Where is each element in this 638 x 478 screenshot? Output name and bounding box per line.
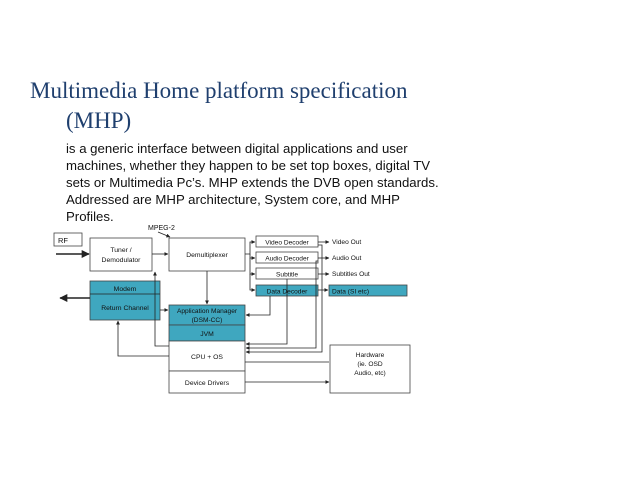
slide-body-text: is a generic interface between digital a…: [66, 140, 466, 225]
device-drivers-box: Device Drivers: [168, 370, 246, 394]
data-control-line: [245, 296, 271, 317]
data-out-label: Data (SI etc): [332, 289, 369, 296]
video-decoder-label: Video Decoder: [265, 240, 309, 247]
hardware-box: Hardware (ie. OSD Audio, etc): [329, 344, 411, 394]
body-line: Profiles.: [66, 209, 114, 224]
video-out-label: Video Out: [332, 239, 361, 246]
demux-to-subtitle-arrow: [249, 258, 256, 276]
return-channel-label: Return Channel: [101, 305, 149, 312]
video-decoder-box: Video Decoder: [255, 235, 319, 248]
audio-control-line: [245, 260, 318, 350]
subtitle-control-line: [245, 279, 288, 346]
title-line-1: Multimedia Home platform specification: [30, 78, 408, 103]
rf-label-box: [53, 232, 83, 247]
modem-return-channel-box: Modem Return Channel: [89, 280, 161, 321]
video-control-line: [245, 244, 323, 354]
slide-title: Multimedia Home platform specification (…: [30, 76, 450, 136]
cpu-to-modem-arrow: [116, 320, 169, 357]
dsm-cc-label: (DSM-CC): [192, 317, 223, 324]
audio-decoder-label: Audio Decoder: [265, 256, 309, 263]
body-line: Addressed are MHP architecture, System c…: [66, 192, 400, 207]
body-line: machines, whether they happen to be set …: [66, 158, 431, 173]
audio-out-label: Audio Out: [332, 255, 361, 262]
subtitle-box: Subtitle: [255, 267, 319, 280]
jvm-box: JVM: [168, 324, 246, 342]
hardware-audio-label: Audio, etc): [354, 370, 386, 377]
demultiplexer-box: Demultiplexer: [168, 237, 246, 272]
jvm-label: JVM: [200, 331, 214, 338]
data-out-box: Data (SI etc): [328, 284, 408, 297]
subtitle-label: Subtitle: [276, 272, 298, 279]
hardware-label: Hardware: [356, 352, 385, 359]
tuner-label: Tuner /: [110, 247, 131, 254]
body-line: sets or Multimedia Pc’s. MHP extends the…: [66, 175, 439, 190]
app-manager-label: Application Manager: [177, 308, 238, 315]
rf-label: RF: [58, 236, 68, 245]
title-line-2: (MHP): [66, 108, 132, 133]
hardware-osd-label: (ie. OSD: [357, 361, 383, 368]
demultiplexer-label: Demultiplexer: [186, 252, 228, 259]
demux-to-audio-arrow: [249, 254, 256, 260]
mpeg2-arrow: [157, 231, 171, 238]
subtitles-out-label: Subtitles Out: [332, 271, 370, 278]
modem-label: Modem: [114, 286, 137, 293]
demux-to-video-arrow: [245, 240, 256, 255]
mpeg2-label: MPEG-2: [148, 225, 175, 232]
cpu-os-box: CPU + OS: [168, 340, 246, 372]
device-drivers-label: Device Drivers: [185, 380, 230, 387]
cpu-os-label: CPU + OS: [191, 354, 223, 361]
demodulator-label: Demodulator: [102, 257, 142, 264]
cpu-to-tuner-arrow: [153, 271, 169, 347]
body-line: is a generic interface between digital a…: [66, 141, 408, 156]
tuner-demodulator-box: Tuner / Demodulator: [89, 237, 153, 272]
audio-decoder-box: Audio Decoder: [255, 251, 319, 264]
application-manager-box: Application Manager (DSM-CC): [168, 304, 246, 326]
demux-to-data-arrow: [249, 274, 256, 292]
